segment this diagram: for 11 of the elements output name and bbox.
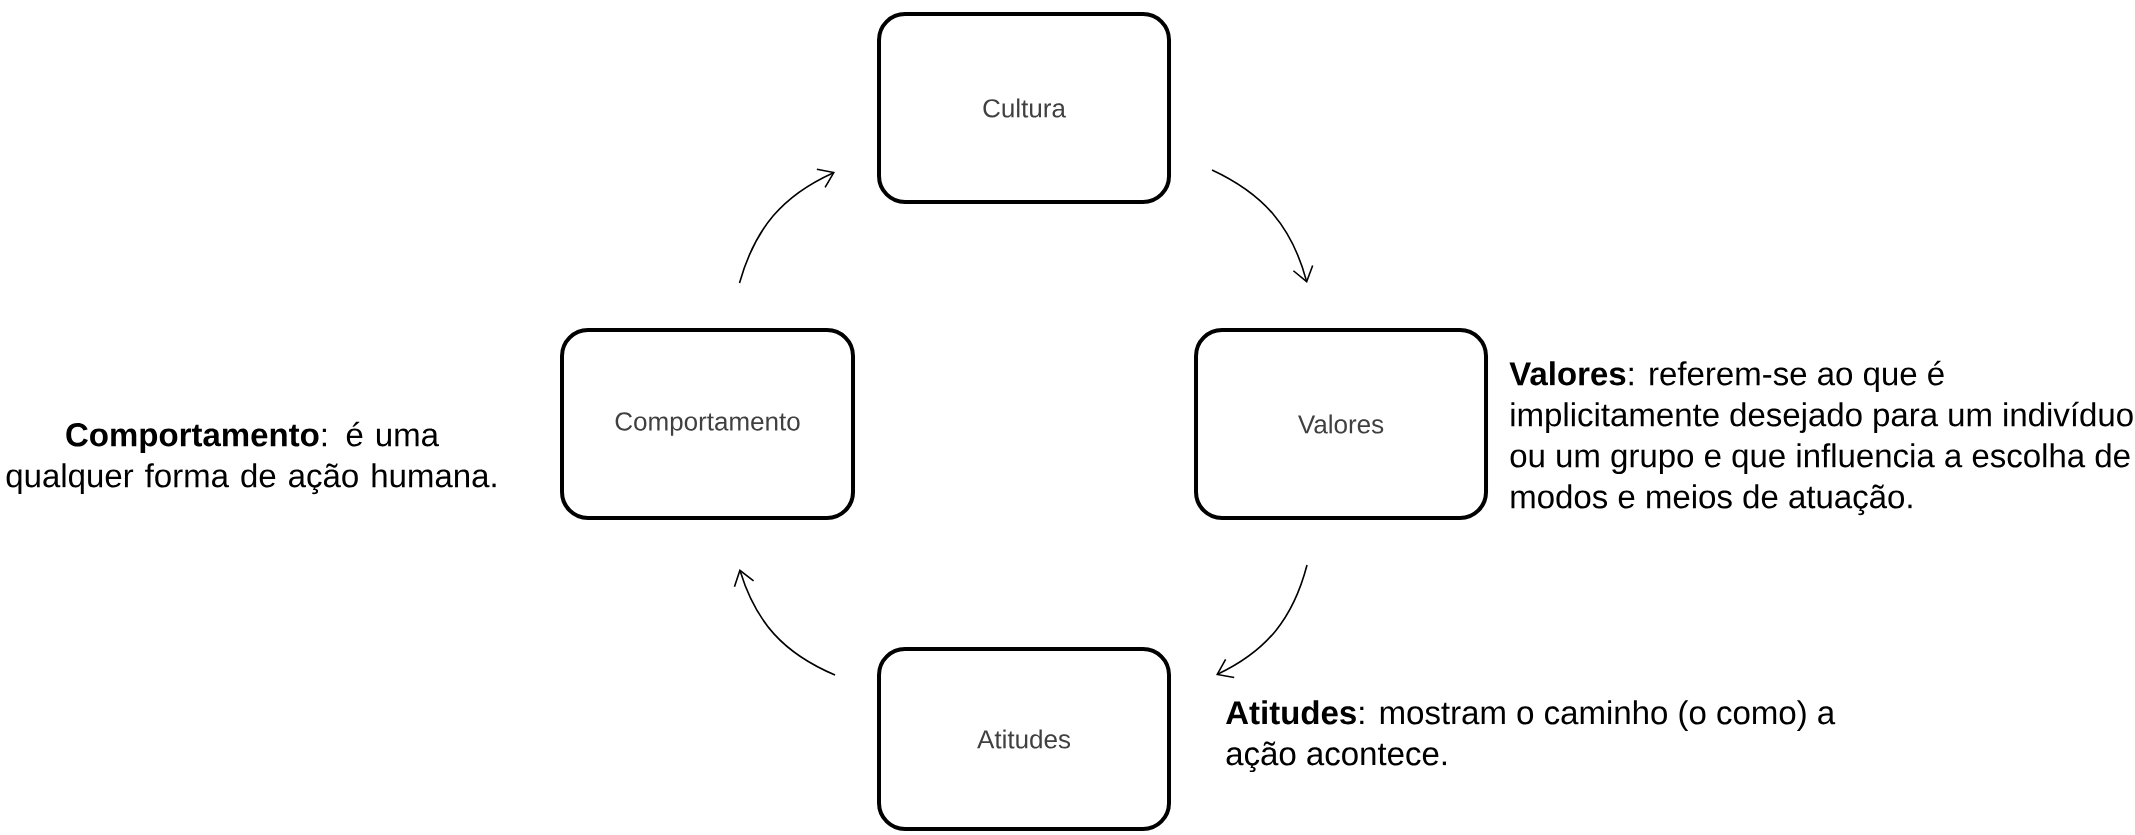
curved-arrow [1216,564,1308,679]
rounded-box: Comportamento [560,328,855,520]
description-text: Atitudes: mostram o caminho (o como) a ação acontece. [1226,700,1836,773]
rounded-box: Atitudes [877,647,1171,831]
rounded-box: Valores [1194,328,1488,520]
curved-arrow [1211,169,1314,283]
curved-arrow [733,569,836,676]
description-text: Valores: referem-se ao que é implicitamente desejado para um indivíduo ou um grupo e que influencia a escolha de modos e meios de atuação. [1509,360,2133,516]
curved-arrow [738,168,835,284]
description-text: Comportamento: é uma qualquer forma de ação humana. [6,421,496,495]
rounded-box: Cultura [877,12,1171,204]
